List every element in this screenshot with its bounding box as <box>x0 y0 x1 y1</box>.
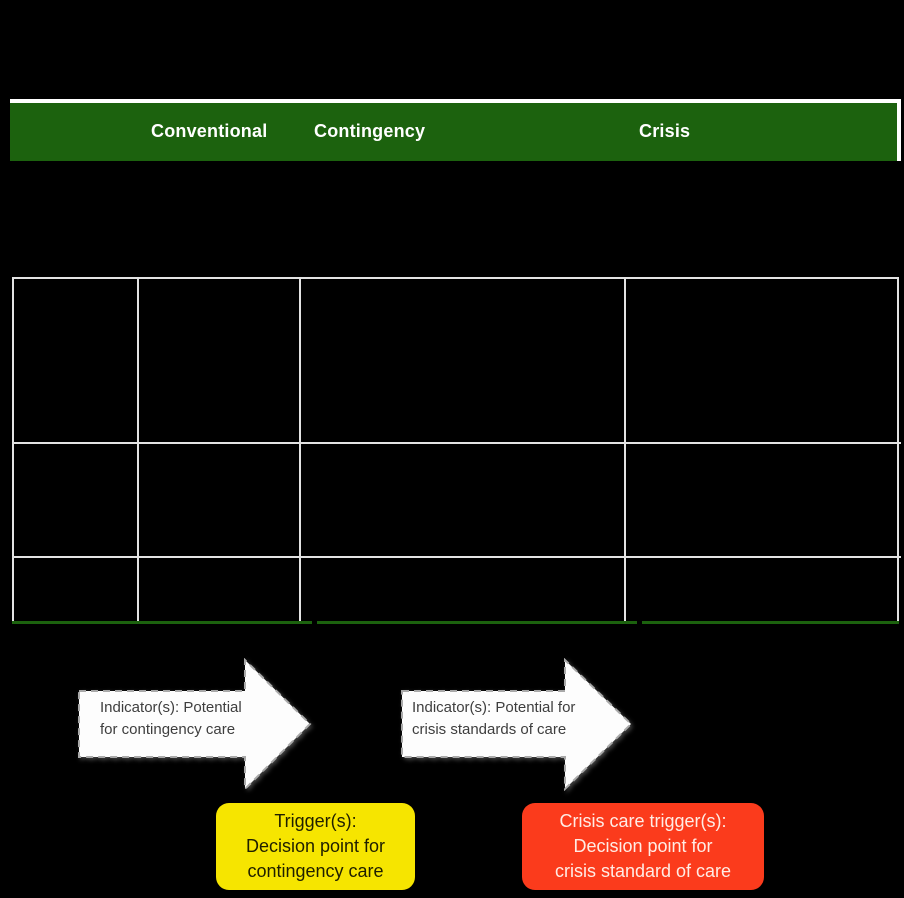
arrow-text-line: Indicator(s): Potential <box>100 699 242 716</box>
table-cell <box>139 279 301 444</box>
table-cell <box>139 558 301 623</box>
table-cell <box>14 279 139 444</box>
contingency-indicator-arrow: Indicator(s): Potential for contingency … <box>78 658 312 791</box>
table-cell <box>301 279 626 444</box>
arrow-text-line: crisis standards of care <box>412 721 567 738</box>
trigger-box-line: crisis standard of care <box>554 861 732 881</box>
crisis-indicator-text: Indicator(s): Potential for crisis stand… <box>412 697 575 741</box>
phase-header-bar: Conventional Contingency Crisis <box>10 99 901 161</box>
crisis-indicator-arrow: Indicator(s): Potential for crisis stand… <box>401 658 633 791</box>
table-cell <box>14 558 139 623</box>
trigger-box-line: Decision point for <box>245 836 386 856</box>
phase-label-crisis: Crisis <box>639 121 691 141</box>
contingency-trigger-box: Trigger(s): Decision point for contingen… <box>216 803 415 890</box>
table-underline-segment <box>642 621 899 624</box>
table-cell <box>626 444 901 558</box>
trigger-box-line: contingency care <box>247 861 384 881</box>
phase-label-contingency: Contingency <box>314 121 426 141</box>
table-cell <box>301 558 626 623</box>
right-block-arrow-icon <box>401 658 633 791</box>
trigger-box-line: Crisis care trigger(s): <box>559 811 727 831</box>
table-cell <box>139 444 301 558</box>
right-block-arrow-icon <box>78 658 312 791</box>
table-underline-segment <box>12 621 312 624</box>
crisis-trigger-box: Crisis care trigger(s): Decision point f… <box>522 803 764 890</box>
table-cell <box>301 444 626 558</box>
trigger-box-line: Decision point for <box>573 836 713 856</box>
care-capacity-table <box>12 277 901 623</box>
arrow-text-line: Indicator(s): Potential for <box>412 699 576 716</box>
phase-label-conventional: Conventional <box>151 121 268 141</box>
table-cell <box>14 444 139 558</box>
table-cell <box>626 558 901 623</box>
table-underline-segment <box>317 621 637 624</box>
arrow-text-line: for contingency care <box>100 721 236 738</box>
contingency-indicator-text: Indicator(s): Potential for contingency … <box>100 697 242 741</box>
trigger-box-line: Trigger(s): <box>274 811 357 831</box>
table-cell <box>626 279 901 444</box>
